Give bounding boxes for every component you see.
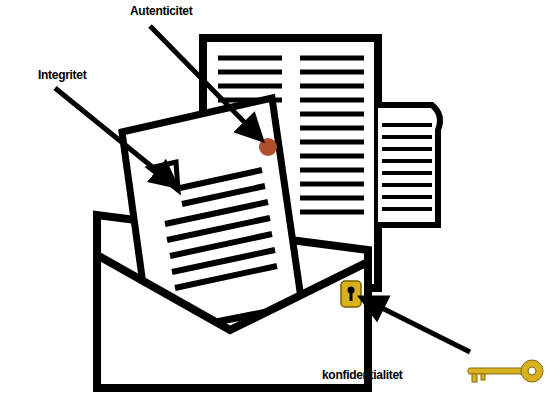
key-symbol	[468, 360, 543, 382]
paper-stack	[378, 105, 440, 225]
lock-symbol	[341, 281, 361, 307]
leader-arrows	[55, 26, 470, 352]
callout-label: Integritet	[38, 68, 86, 82]
callout-label: konfidentialitet	[322, 368, 403, 382]
callout-label: Autenticitet	[130, 4, 192, 18]
wax-seal	[259, 138, 277, 156]
